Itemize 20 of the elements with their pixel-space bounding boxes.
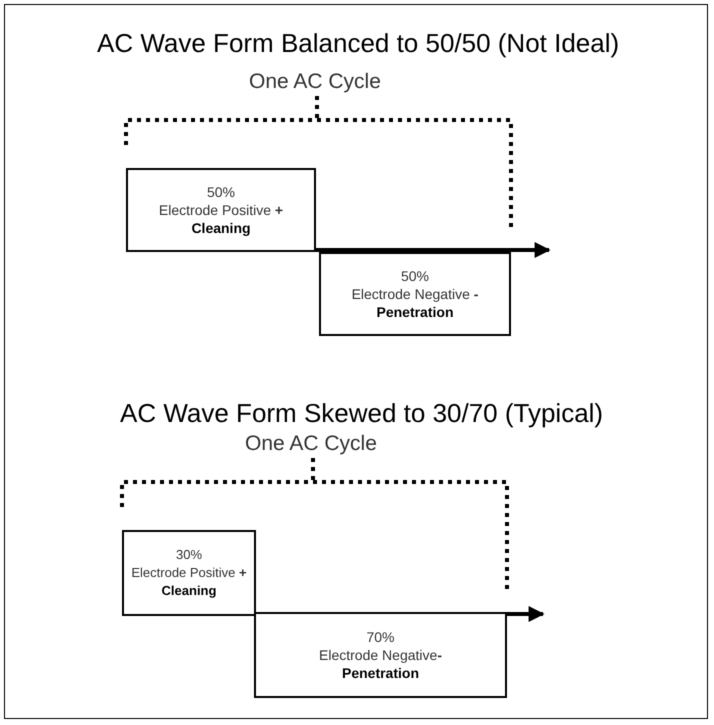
heading: AC Wave Form Skewed to 30/70 (Typical)	[120, 398, 604, 429]
percentage-text: 50%	[206, 183, 236, 201]
percentage-text: 50%	[400, 267, 430, 285]
waveform-box	[126, 168, 316, 252]
effect-text: Penetration	[376, 303, 454, 321]
percentage-text: 70%	[366, 628, 395, 646]
polarity-text: Electrode Positive +	[158, 201, 284, 219]
waveform-box	[122, 530, 256, 616]
polarity-text: Electrode Negative -	[352, 285, 478, 303]
heading: AC Wave Form Balanced to 50/50 (Not Ideal)	[97, 28, 620, 59]
waveform-box	[319, 252, 511, 336]
effect-text: Cleaning	[191, 219, 251, 237]
polarity-text: Electrode Positive +	[131, 564, 247, 582]
effect-text: Penetration	[342, 664, 419, 682]
cycle-label: One AC Cycle	[249, 70, 381, 94]
effect-text: Cleaning	[162, 582, 216, 600]
cycle-label: One AC Cycle	[245, 432, 377, 456]
waveform-box	[254, 612, 507, 698]
polarity-text: Electrode Negative-	[319, 646, 442, 664]
percentage-text: 30%	[176, 546, 202, 564]
